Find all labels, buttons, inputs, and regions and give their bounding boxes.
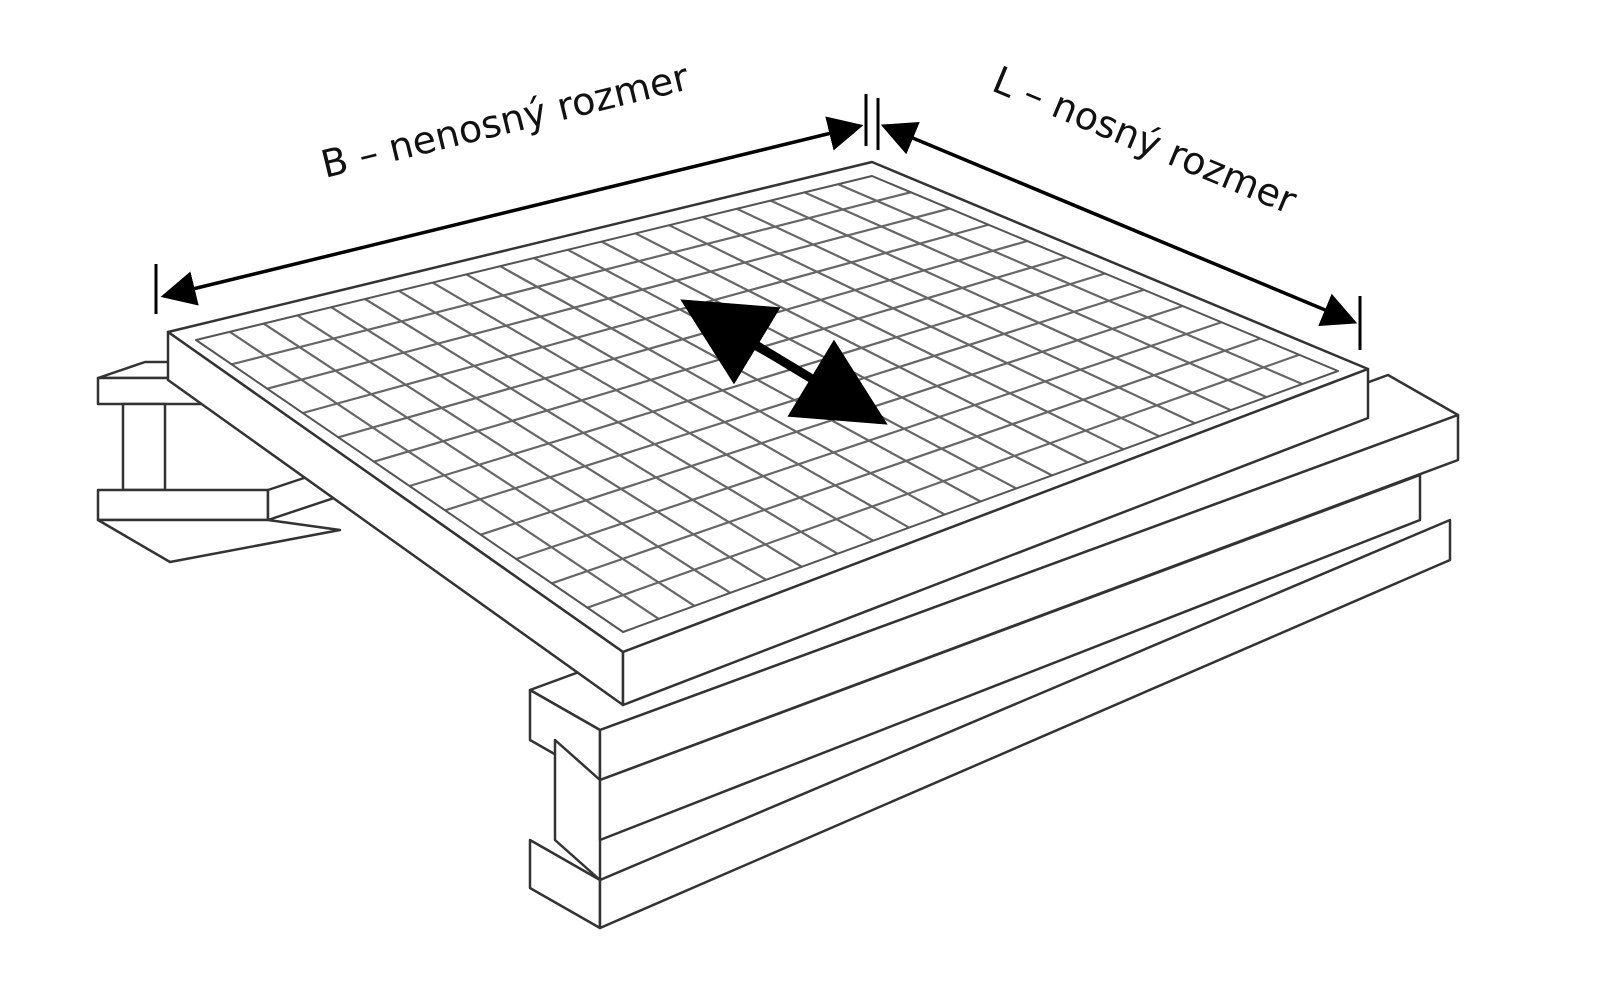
dimension-l-arrow — [880, 121, 1358, 327]
grating-bars — [229, 183, 1303, 620]
grating-panel — [166, 160, 1370, 707]
dimension-b-label: B – nenosný rozmer — [317, 55, 694, 187]
grating-side-edge — [621, 367, 1370, 707]
cross-bar — [551, 337, 1261, 585]
cross-bar — [515, 321, 1222, 561]
dimension-l-label: L – nosný rozmer — [987, 58, 1303, 223]
dimension-b-arrow — [160, 116, 864, 306]
load-bearing-direction-arrow — [680, 299, 888, 425]
cross-bar — [302, 223, 989, 415]
cross-bar — [587, 353, 1300, 609]
